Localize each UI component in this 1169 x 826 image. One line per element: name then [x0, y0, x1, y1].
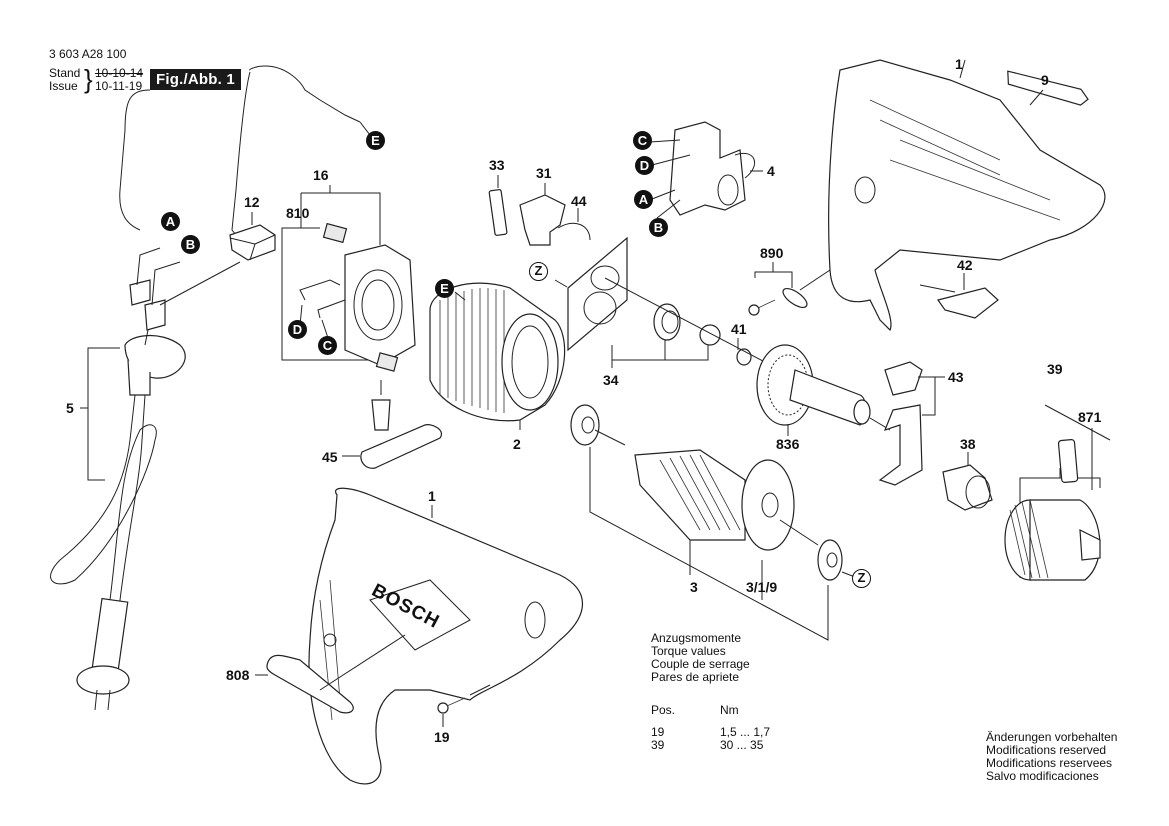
part-label-12: 12	[244, 194, 260, 210]
part-label-9: 9	[1041, 72, 1049, 88]
switch-part-4	[649, 121, 763, 219]
torque-row-pos: 19	[651, 725, 665, 739]
issue-label: Issue	[49, 79, 78, 93]
screw-clamp-part-890	[748, 262, 831, 316]
torque-col-nm: Nm	[720, 703, 739, 717]
part-label-16: 16	[313, 167, 329, 183]
part-label-44: 44	[571, 193, 587, 209]
assembled-drill-part-1	[308, 487, 584, 785]
disclaimer-en: Modifications reserved	[986, 743, 1107, 757]
gasket-plate	[554, 236, 628, 352]
brace: }	[84, 64, 93, 94]
part-label-5: 5	[66, 400, 74, 416]
stand-label: Stand	[49, 66, 81, 80]
stator-part-2	[429, 282, 566, 430]
torque-title-es: Pares de apriete	[651, 670, 740, 684]
connector-e-stator: E	[435, 279, 454, 298]
part-label-1-top: 1	[955, 56, 963, 72]
connector-b-switch: B	[649, 218, 668, 237]
part-label-39: 39	[1047, 361, 1063, 377]
torque-row-nm: 30 ... 35	[720, 738, 764, 752]
selector-part-43	[878, 361, 945, 486]
part-number: 3 603 A28 100	[49, 47, 127, 61]
connector-d-spring: D	[288, 320, 307, 339]
connector-a-cord: A	[161, 212, 180, 231]
part-label-19: 19	[434, 729, 450, 745]
torque-title-fr: Couple de serrage	[651, 657, 750, 671]
part-label-2: 2	[513, 436, 521, 452]
bearing-assembly-part-34	[604, 277, 781, 371]
torque-section: Anzugsmomente Torque values Couple de se…	[651, 632, 750, 684]
part-label-34: 34	[603, 372, 619, 388]
connector-b-cord: B	[181, 235, 200, 254]
connector-z-plate: Z	[529, 262, 548, 281]
cover-part-45	[360, 380, 442, 469]
torque-col-pos: Pos.	[651, 703, 676, 717]
sleeve-part-38	[942, 452, 993, 511]
brush-holder-part-16	[299, 222, 416, 372]
parts-33-31-44	[488, 175, 591, 246]
part-label-41: 41	[731, 321, 747, 337]
part-label-31: 31	[536, 165, 552, 181]
disclaimer-fr: Modifications reservees	[986, 756, 1113, 770]
connector-c-spring: C	[318, 336, 337, 355]
disclaimer-de: Änderungen vorbehalten	[986, 730, 1118, 744]
part-label-890: 890	[760, 245, 784, 261]
connector-e-cable: E	[366, 131, 385, 150]
torque-title-de: Anzugsmomente	[651, 631, 742, 645]
connector-d-switch: D	[635, 156, 654, 175]
figure-label: Fig./Abb. 1	[150, 69, 241, 90]
part-label-3-1-9: 3/1/9	[746, 579, 778, 595]
part-label-810: 810	[286, 205, 310, 221]
armature-part-3	[570, 404, 856, 641]
part-label-3: 3	[690, 579, 698, 595]
connector-c-switch: C	[633, 131, 652, 150]
part-label-808: 808	[226, 667, 250, 683]
issue-date: 10-11-19	[95, 79, 143, 93]
housing-half-part-1	[828, 59, 1106, 332]
torque-row-nm: 1,5 ... 1,7	[720, 725, 771, 739]
power-cord-part-5	[50, 89, 241, 711]
torque-row-pos: 39	[651, 738, 665, 752]
part-label-42: 42	[957, 257, 973, 273]
part-label-871: 871	[1078, 409, 1102, 425]
gear-part-836	[756, 344, 891, 436]
bracket-5	[87, 347, 120, 481]
lock-part-42	[919, 273, 999, 319]
label-part-808	[255, 634, 406, 714]
part-label-43: 43	[948, 369, 964, 385]
disclaimer: Änderungen vorbehalten Modifications res…	[986, 731, 1117, 783]
part-label-4: 4	[767, 163, 775, 179]
part-label-38: 38	[960, 436, 976, 452]
capacitor-part-12	[229, 224, 276, 261]
screw-part-19	[437, 684, 491, 727]
stand-date: 10-10-14	[95, 66, 144, 80]
part-label-33: 33	[489, 157, 505, 173]
chuck-part-39	[1004, 404, 1111, 581]
disclaimer-es: Salvo modificaciones	[986, 769, 1099, 783]
connector-z-bearing: Z	[852, 569, 871, 588]
torque-title-en: Torque values	[651, 644, 726, 658]
part-label-1-bottom: 1	[428, 488, 436, 504]
connector-a-switch: A	[634, 190, 653, 209]
part-label-45: 45	[322, 449, 338, 465]
part-label-836: 836	[776, 436, 800, 452]
